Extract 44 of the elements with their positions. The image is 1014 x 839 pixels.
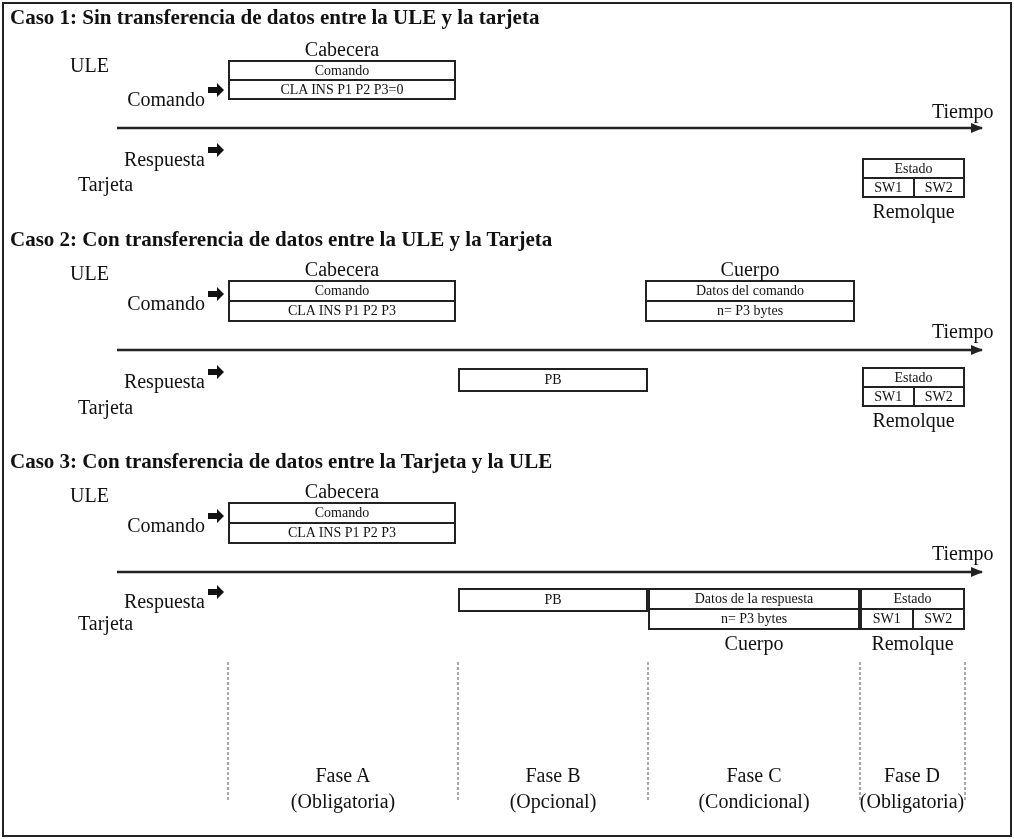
text-label: ULE (70, 484, 109, 506)
box-caption: Cuerpo (720, 258, 780, 280)
message-box: Comando CLA INS P1 P2 P3 (228, 280, 456, 322)
text-label: ULE (70, 262, 109, 284)
section-heading: Caso 1: Sin transferencia de datos entre la ULE y la tarjeta (10, 6, 540, 30)
text-label: (Obligatoria) (290, 790, 396, 812)
text-label: (Condicional) (698, 790, 810, 812)
text-label: ULE (70, 54, 109, 76)
section-heading: Caso 2: Con transferencia de datos entre la ULE y la Tarjeta (10, 228, 553, 252)
message-box: Datos del comando n= P3 bytes (645, 280, 855, 322)
text-label: Tarjeta (78, 173, 134, 195)
text-label: Tarjeta (78, 396, 134, 418)
message-box: Estado SW1 SW2 (862, 158, 965, 198)
text-label: Tiempo (932, 542, 994, 564)
text-label: Fase D (883, 764, 941, 786)
text-label: Fase A (315, 764, 371, 786)
message-box: Estado SW1 SW2 (860, 588, 965, 630)
text-label: (Opcional) (509, 790, 597, 812)
text-label: Comando (127, 88, 205, 110)
message-box: Comando CLA INS P1 P2 P3 (228, 502, 456, 544)
message-box: Datos de la respuesta n= P3 bytes (648, 588, 860, 630)
text-label: Fase B (525, 764, 581, 786)
box-caption: Cuerpo (724, 632, 784, 654)
message-box: PB (458, 588, 648, 612)
box-caption: Remolque (872, 409, 955, 431)
message-box: PB (458, 368, 648, 392)
text-label: Comando (127, 514, 205, 536)
box-caption: Cabecera (304, 258, 380, 280)
text-label: Tiempo (932, 100, 994, 122)
text-label: Respuesta (123, 148, 205, 170)
text-label: Respuesta (123, 590, 205, 612)
box-caption: Remolque (871, 632, 954, 654)
text-label: Comando (127, 292, 205, 314)
text-label: Fase C (726, 764, 782, 786)
text-label: (Obligatoria) (859, 790, 965, 812)
box-caption: Cabecera (304, 38, 380, 60)
section-heading: Caso 3: Con transferencia de datos entre la Tarjeta y la ULE (10, 450, 553, 474)
message-box: Estado SW1 SW2 (862, 367, 965, 407)
text-label: Tarjeta (78, 612, 134, 634)
message-box: Comando CLA INS P1 P2 P3=0 (228, 60, 456, 100)
text-label: Respuesta (123, 370, 205, 392)
text-label: Tiempo (932, 320, 994, 342)
box-caption: Cabecera (304, 480, 380, 502)
box-caption: Remolque (872, 200, 955, 222)
